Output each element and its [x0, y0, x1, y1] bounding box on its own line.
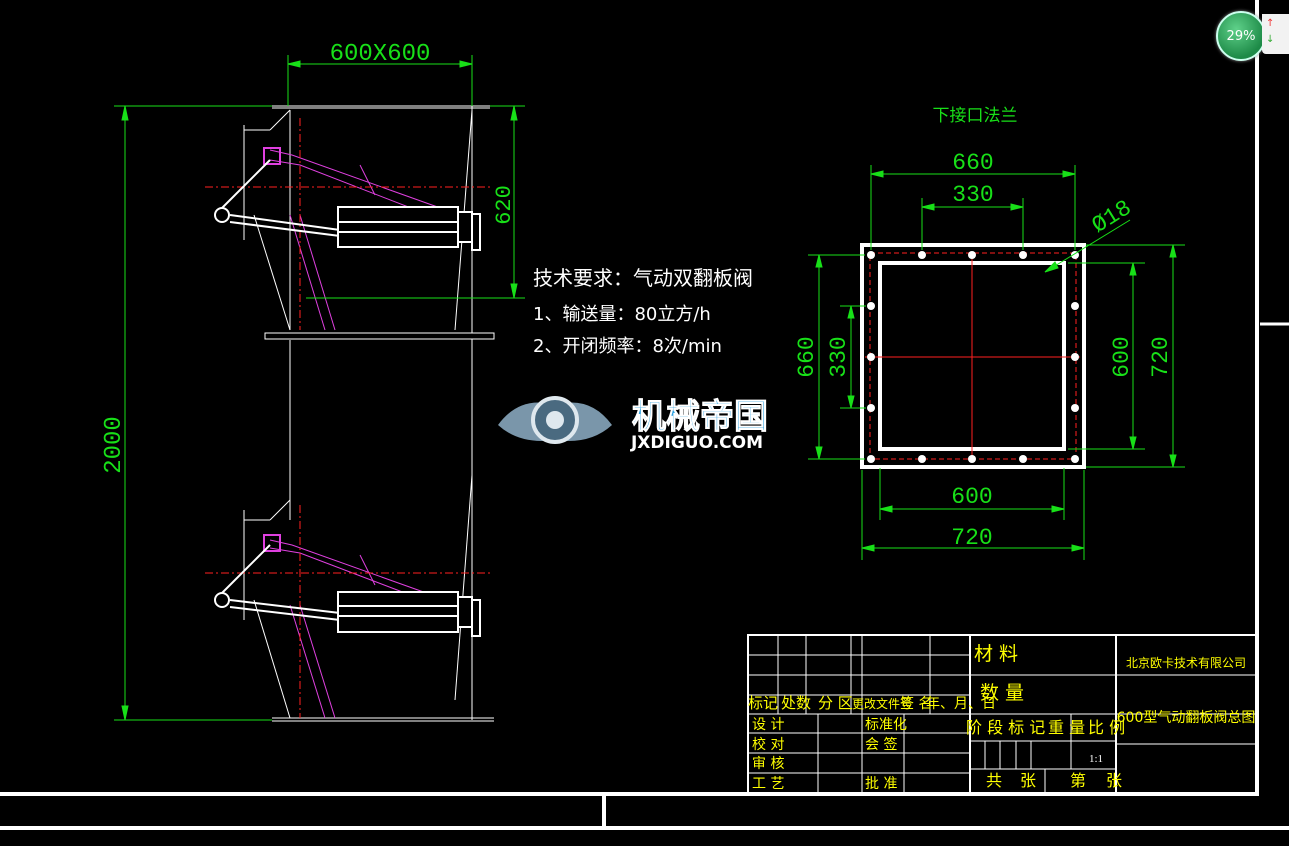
header-change-doc: 更改文件号 — [852, 696, 912, 711]
page-label: 第 — [1070, 771, 1086, 790]
download-arrow-icon: ↓ — [1266, 34, 1275, 45]
header-date: 年、月、日 — [926, 696, 996, 712]
flange-330-left: 330 — [826, 336, 852, 377]
flange-title: 下接口法兰 — [933, 106, 1018, 126]
flange-660-top: 660 — [952, 150, 993, 176]
flange-720-right: 720 — [1148, 336, 1174, 377]
watermark-chinese: 机械帝国 — [632, 397, 768, 437]
top-width-dimension: 600X600 — [330, 41, 431, 68]
flange-660-left: 660 — [794, 336, 820, 377]
speed-panel — [1262, 14, 1289, 54]
zoom-percent-badge[interactable]: 29% — [1216, 11, 1266, 61]
material-label: 材 料 — [974, 643, 1018, 665]
upload-arrow-icon: ↑ — [1266, 18, 1275, 29]
watermark-logo: 机械帝国 JXDIGUO.COM — [498, 396, 769, 453]
overall-height-dimension: 2000 — [101, 416, 128, 474]
header-count: 处数 — [781, 694, 811, 712]
flange-330-top: 330 — [952, 182, 993, 208]
header-zone: 分 区 — [818, 694, 853, 712]
weight-label: 重 量 — [1048, 718, 1085, 737]
standard-label: 标准化 — [865, 717, 907, 733]
check-label: 校 对 — [752, 736, 784, 753]
flange-dimensions — [808, 165, 1185, 560]
flange-600-right: 600 — [1109, 336, 1135, 377]
watermark-url: JXDIGUO.COM — [630, 433, 763, 453]
scale-label: 比 例 — [1088, 718, 1125, 737]
review-label: 审 核 — [752, 756, 784, 772]
tech-requirement-2: 2、开闭频率：8次/min — [533, 336, 722, 357]
countersign-label: 会 签 — [865, 736, 897, 753]
page-sheet-label: 张 — [1106, 771, 1122, 790]
height-620-dimension: 620 — [492, 185, 517, 225]
design-label: 设 计 — [752, 717, 784, 733]
stage-label: 阶 段 标 记 — [966, 718, 1045, 737]
quantity-label: 数 量 — [980, 682, 1024, 704]
sheet-label: 张 — [1020, 771, 1036, 790]
flange-720-bottom: 720 — [951, 525, 992, 551]
header-signature: 签 名 — [900, 695, 932, 712]
total-label: 共 — [986, 771, 1002, 790]
process-label: 工 艺 — [752, 776, 784, 792]
tech-requirements-heading: 技术要求：气动双翻板阀 — [533, 266, 753, 290]
elevation-dimensions — [114, 55, 525, 721]
company-name: 北京欧卡技术有限公司 — [1126, 656, 1246, 670]
valve-elevation-view — [205, 105, 495, 722]
title-block — [747, 634, 1257, 794]
zoom-percent-value: 29% — [1226, 28, 1256, 44]
approve-label: 批 准 — [865, 776, 897, 792]
header-mark: 标记 — [748, 694, 778, 712]
tech-requirement-1: 1、输送量：80立方/h — [533, 304, 711, 325]
drawing-name: 600型气动翻板阀总图 — [1117, 710, 1256, 726]
scale-value: 1:1 — [1089, 753, 1103, 765]
flange-600-bottom: 600 — [951, 484, 992, 510]
